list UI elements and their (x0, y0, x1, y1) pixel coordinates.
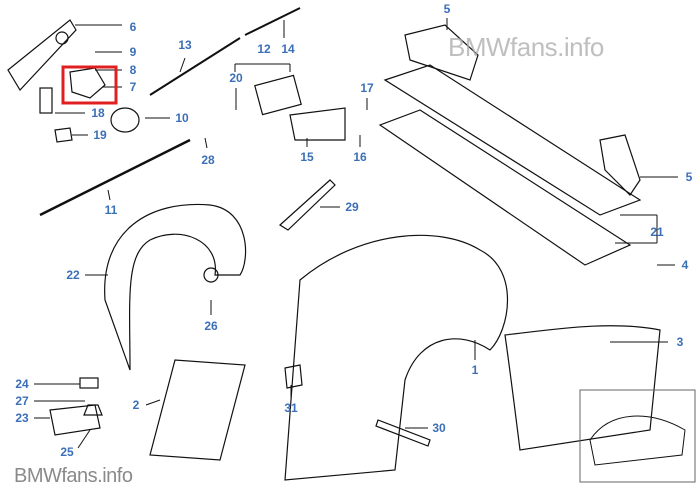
callout-26[interactable]: 26 (204, 319, 218, 333)
part-13-rod (149, 37, 241, 96)
part-3-panel (504, 325, 661, 451)
callout-28[interactable]: 28 (201, 153, 215, 167)
callout-17[interactable]: 17 (360, 81, 374, 95)
part-cap-7 (69, 67, 106, 99)
part-27 (83, 404, 103, 416)
callout-9[interactable]: 9 (129, 45, 137, 59)
callout-16[interactable]: 16 (353, 150, 367, 164)
part-30 (375, 419, 431, 447)
callout-21[interactable]: 21 (650, 225, 664, 239)
part-10-ring (110, 107, 140, 133)
part-2-sill (149, 359, 246, 461)
callout-14[interactable]: 14 (281, 42, 295, 56)
part-rail-lower (378, 109, 632, 266)
part-18 (39, 87, 53, 114)
callout-20[interactable]: 20 (229, 71, 243, 85)
callout-23[interactable]: 23 (15, 411, 29, 425)
callout-18[interactable]: 18 (91, 106, 105, 120)
callout-15[interactable]: 15 (300, 150, 314, 164)
part-15-bracket (289, 107, 346, 141)
callout-4[interactable]: 4 (681, 258, 689, 272)
callout-30[interactable]: 30 (432, 421, 446, 435)
part-5-top (404, 24, 479, 81)
callout-22[interactable]: 22 (66, 268, 80, 282)
callout-19[interactable]: 19 (93, 128, 107, 142)
callout-24[interactable]: 24 (15, 377, 29, 391)
part-26-plug (203, 267, 219, 283)
callout-13[interactable]: 13 (178, 38, 192, 52)
part-14-cable (244, 7, 301, 36)
part-5-right (599, 134, 641, 196)
callout-2[interactable]: 2 (132, 398, 140, 412)
part-fuel-flap (7, 19, 77, 91)
part-29 (279, 179, 336, 231)
car-thumbnail (579, 389, 696, 483)
callout-1[interactable]: 1 (471, 363, 479, 377)
part-19 (54, 127, 73, 143)
callout-5-top[interactable]: 5 (443, 2, 451, 16)
callout-3[interactable]: 3 (676, 335, 684, 349)
part-22-wheel-arch (104, 203, 247, 371)
callout-8[interactable]: 8 (129, 63, 137, 77)
callout-29[interactable]: 29 (345, 200, 359, 214)
watermark-bottom: BMWfans.info (14, 465, 133, 487)
callout-7[interactable]: 7 (129, 80, 137, 94)
part-31 (284, 364, 303, 389)
watermark-top: BMWfans.info (448, 32, 604, 62)
callout-25[interactable]: 25 (60, 445, 74, 459)
callout-31[interactable]: 31 (284, 401, 298, 415)
callout-10[interactable]: 10 (175, 111, 189, 125)
part-23-bracket (49, 404, 101, 436)
part-11-rod (39, 138, 191, 217)
part-1-quarter-panel (284, 234, 509, 481)
part-rail-upper (383, 64, 642, 216)
callout-12[interactable]: 12 (257, 42, 271, 56)
part-24 (79, 377, 99, 389)
callout-11[interactable]: 11 (104, 203, 118, 217)
callout-6[interactable]: 6 (129, 20, 137, 34)
part-12-actuator (254, 74, 302, 116)
callout-27[interactable]: 27 (15, 394, 29, 408)
leader-lines (34, 18, 678, 449)
callout-5-right[interactable]: 5 (685, 170, 693, 184)
highlight-box (61, 65, 118, 105)
